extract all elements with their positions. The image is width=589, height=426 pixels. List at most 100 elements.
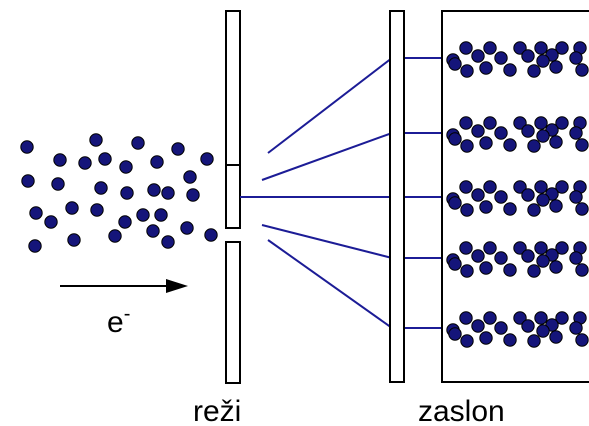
screen-electron: [569, 190, 583, 204]
screen-electron: [460, 203, 474, 217]
screen-electron: [575, 263, 589, 277]
screen-electron: [527, 64, 541, 78]
electron-particle: [28, 239, 42, 253]
slits-label: reži: [193, 395, 241, 426]
screen-electron: [448, 327, 462, 341]
electron-particle: [67, 233, 81, 247]
screen-electron: [479, 61, 493, 75]
electron-particle: [171, 142, 185, 156]
electron-particle: [29, 206, 43, 220]
screen-electron: [549, 135, 563, 149]
electron-particle: [44, 215, 58, 229]
screen-electron: [471, 319, 485, 333]
screen-electron: [527, 264, 541, 278]
electron-particle: [90, 203, 104, 217]
screen-electron: [521, 49, 535, 63]
screen-electron: [513, 311, 527, 325]
slit-barrier: [225, 10, 241, 384]
screen-electron: [569, 321, 583, 335]
screen-electron: [494, 321, 508, 335]
screen-electron: [521, 124, 535, 138]
electron-particle: [161, 235, 175, 249]
screen-electron: [527, 334, 541, 348]
screen-electron: [479, 200, 493, 214]
electron-band: [446, 41, 589, 78]
screen-electron: [483, 180, 497, 194]
electron-particle: [108, 229, 122, 243]
electron-particle: [180, 221, 194, 235]
electron-band: [446, 116, 589, 153]
screen-electron: [555, 241, 569, 255]
screen-electron: [549, 330, 563, 344]
screen-electron: [521, 249, 535, 263]
screen-electron: [534, 241, 548, 255]
electron-particle: [147, 183, 161, 197]
electron-particle: [118, 215, 132, 229]
screen-electron: [483, 311, 497, 325]
screen-electron: [460, 334, 474, 348]
electron-band: [446, 180, 589, 217]
electron-particle: [131, 136, 145, 150]
screen-electron: [555, 116, 569, 130]
screen-electron: [471, 249, 485, 263]
electron-particle: [161, 186, 175, 200]
detector-plate: [389, 10, 405, 383]
screen-electron: [536, 324, 550, 338]
screen-electron: [459, 311, 473, 325]
screen-electron: [503, 138, 517, 152]
screen-electron: [503, 333, 517, 347]
screen-electron: [494, 190, 508, 204]
electron-particle: [204, 228, 218, 242]
screen-electron: [527, 139, 541, 153]
screen-electron: [483, 241, 497, 255]
screen-electron: [534, 116, 548, 130]
electron-particle: [120, 186, 134, 200]
screen-electron: [534, 41, 548, 55]
screen-electron: [459, 41, 473, 55]
screen-electron: [521, 188, 535, 202]
screen-electron: [448, 257, 462, 271]
screen-electron: [448, 57, 462, 71]
electron-particle: [200, 152, 214, 166]
electron-particle: [53, 153, 67, 167]
screen-electron: [479, 331, 493, 345]
screen-electron: [549, 260, 563, 274]
screen-electron: [536, 54, 550, 68]
screen-electron: [555, 41, 569, 55]
screen-electron: [549, 199, 563, 213]
right-arrow-icon: [60, 279, 188, 293]
screen-electron: [503, 202, 517, 216]
screen-electron: [460, 264, 474, 278]
barrier-top: [225, 10, 241, 180]
screen-electron: [534, 311, 548, 325]
screen-electron: [513, 41, 527, 55]
screen-electron: [575, 333, 589, 347]
screen-electron: [494, 126, 508, 140]
electron-particle: [136, 208, 150, 222]
screen-electron: [448, 132, 462, 146]
screen-electron: [575, 138, 589, 152]
electron-particle: [183, 170, 197, 184]
electron-particle: [154, 208, 168, 222]
electron-band: [446, 311, 589, 348]
screen-electron: [575, 63, 589, 77]
interference-bands: [446, 41, 589, 348]
screen-electron: [448, 196, 462, 210]
screen-electron: [534, 180, 548, 194]
screen-electron: [483, 116, 497, 130]
screen-electron: [459, 241, 473, 255]
screen-electron: [503, 63, 517, 77]
barrier-bottom: [225, 241, 241, 384]
electron-charge: -: [124, 303, 131, 325]
screen-label: zaslon: [418, 395, 505, 426]
screen-electron: [479, 136, 493, 150]
electron-particle: [20, 140, 34, 154]
electron-particle: [146, 224, 160, 238]
screen-electron: [494, 251, 508, 265]
electron-beam: [20, 133, 218, 253]
screen-electron: [555, 311, 569, 325]
electron-particle: [186, 188, 200, 202]
screen-electron: [471, 49, 485, 63]
screen-electron: [503, 263, 517, 277]
screen-electron: [536, 129, 550, 143]
